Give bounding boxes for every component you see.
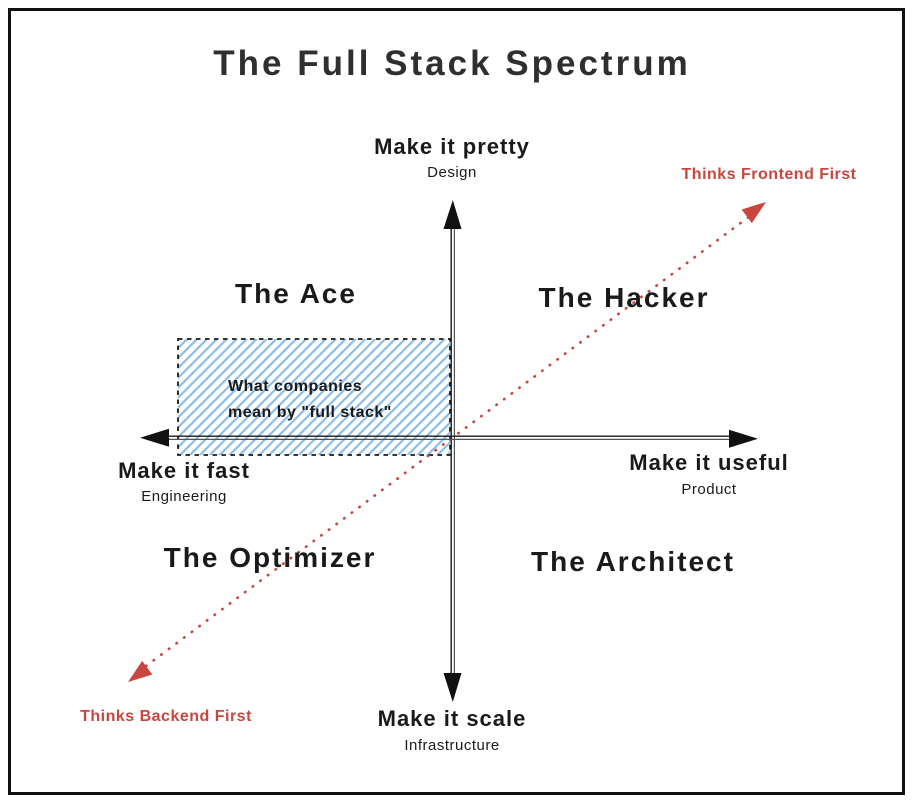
vertical-axis-arrowhead-top-icon (443, 200, 462, 229)
full-stack-box-caption-line2: mean by "full stack" (228, 404, 392, 421)
axis-sublabel-top: Design (427, 164, 477, 181)
page-title: The Full Stack Spectrum (213, 44, 691, 83)
axis-label-right: Make it useful (629, 450, 789, 475)
axis-label-bottom: Make it scale (377, 706, 527, 731)
full-stack-box-caption-line1: What companies (228, 378, 363, 395)
quadrant-label-the-optimizer: The Optimizer (163, 542, 377, 573)
horizontal-axis-arrowhead-right-icon (729, 429, 758, 448)
quadrant-label-the-hacker: The Hacker (538, 282, 710, 313)
diagonal-label-frontend: Thinks Frontend First (681, 166, 857, 183)
axis-label-top: Make it pretty (374, 134, 530, 159)
axis-sublabel-right: Product (681, 481, 737, 498)
full-stack-box-caption: What companies mean by "full stack" (228, 374, 392, 426)
diagonal-arrow (128, 202, 766, 682)
vertical-axis (443, 200, 462, 702)
diagonal-label-backend: Thinks Backend First (80, 708, 252, 725)
horizontal-axis (140, 428, 758, 448)
diagonal-arrowhead-top-icon (741, 202, 766, 224)
axis-label-left: Make it fast (118, 458, 250, 483)
horizontal-axis-arrowhead-left-icon (140, 428, 169, 447)
quadrant-label-the-ace: The Ace (235, 278, 357, 309)
quadrant-label-the-architect: The Architect (531, 546, 735, 577)
axis-sublabel-left: Engineering (141, 488, 227, 505)
diagonal-arrowhead-bottom-icon (128, 660, 153, 682)
vertical-axis-arrowhead-bottom-icon (443, 673, 462, 702)
axis-sublabel-bottom: Infrastructure (404, 737, 500, 754)
